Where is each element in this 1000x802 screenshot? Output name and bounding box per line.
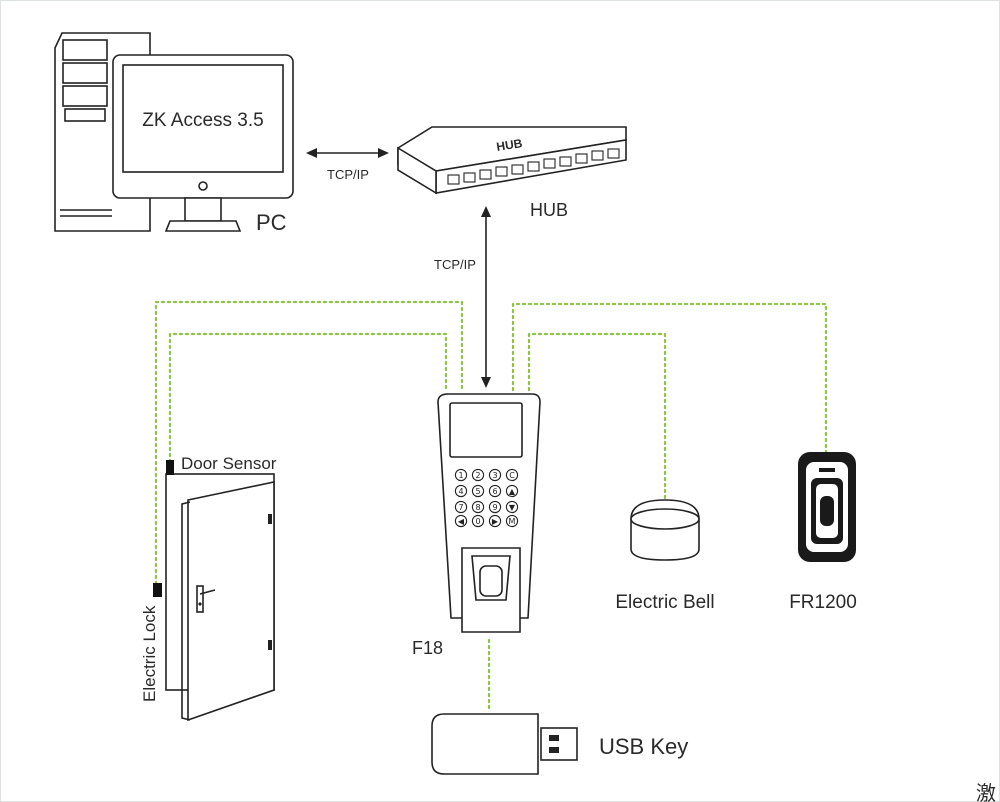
keypad-key: 7 <box>458 503 463 512</box>
f18-keypad: 1 2 3 C 4 5 6 ▲ 7 8 9 ▼ ◀ 0 ▶ M <box>454 468 519 528</box>
watermark-text: 激 <box>976 782 996 802</box>
hub-f18-protocol-label: TCP/IP <box>434 257 476 272</box>
fr1200-label: FR1200 <box>789 592 857 613</box>
door <box>165 473 275 722</box>
door-sensor-device <box>166 460 174 475</box>
software-label: ZK Access 3.5 <box>142 110 263 131</box>
keypad-key: ▼ <box>509 503 516 512</box>
door-sensor-label: Door Sensor <box>181 454 277 473</box>
electric-bell <box>630 499 700 561</box>
keypad-key: ◀ <box>458 517 465 526</box>
keypad-key: 2 <box>475 471 480 480</box>
pc: ZK Access 3.5 <box>54 32 294 232</box>
keypad-key: C <box>509 471 515 480</box>
pc-hub-protocol-label: TCP/IP <box>327 167 369 182</box>
keypad-key: 8 <box>475 503 480 512</box>
door-handle <box>196 585 216 613</box>
f18-label: F18 <box>412 638 443 658</box>
fr1200-reader <box>798 452 856 562</box>
keypad-key: ▲ <box>509 487 516 496</box>
pc-label: PC <box>256 210 287 235</box>
electric-bell-label: Electric Bell <box>615 592 714 613</box>
electric-lock-device <box>153 583 162 597</box>
hub-label: HUB <box>530 200 568 220</box>
pc-hub-link <box>306 148 389 158</box>
keypad-key: 4 <box>458 487 463 496</box>
usb-key <box>431 713 578 775</box>
keypad-key: ▶ <box>492 517 499 526</box>
hub-case-label: HUB <box>495 136 523 154</box>
keypad-key: 0 <box>475 517 480 526</box>
keypad-key: 1 <box>458 471 463 480</box>
keypad-key: M <box>509 517 516 526</box>
keypad-key: 6 <box>492 487 497 496</box>
f18-fingerprint-sensor <box>461 547 521 633</box>
hub-f18-link <box>481 206 491 388</box>
bell-wire <box>527 332 667 502</box>
pc-monitor <box>112 54 294 232</box>
hub-ports <box>447 148 620 185</box>
electric-lock-label: Electric Lock <box>140 605 159 702</box>
dotted-wiring <box>154 300 828 714</box>
door-sensor-wire <box>168 332 448 470</box>
lock-wire <box>154 300 464 592</box>
f18-terminal: 1 2 3 C 4 5 6 ▲ 7 8 9 ▼ ◀ 0 ▶ M <box>437 393 541 633</box>
hub-device: HUB <box>397 126 627 195</box>
keypad-key: 5 <box>475 487 480 496</box>
keypad-key: 3 <box>492 471 497 480</box>
keypad-key: 9 <box>492 503 497 512</box>
fr1200-wire <box>511 302 828 454</box>
usb-key-label: USB Key <box>599 734 688 759</box>
